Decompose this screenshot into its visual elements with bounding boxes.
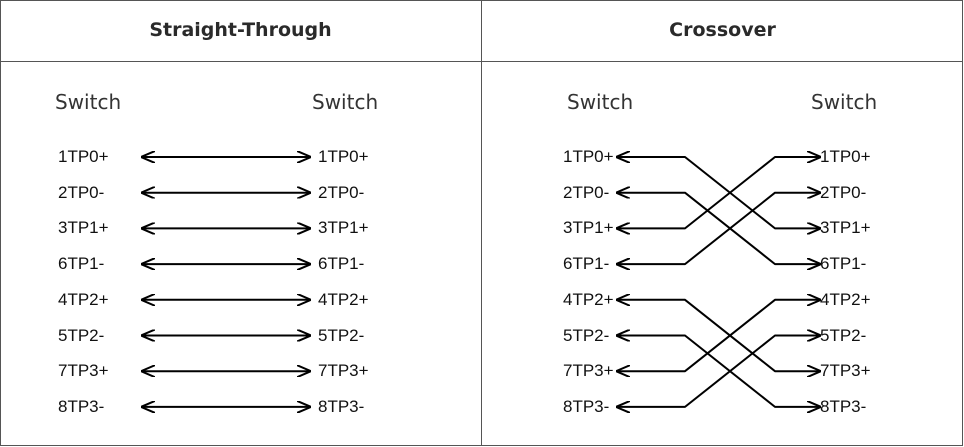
crossover-left-pin: 8TP3- xyxy=(563,396,610,416)
straight-left-pin: 2TP0- xyxy=(58,182,105,202)
crossover-left-pin: 1TP0+ xyxy=(563,147,614,166)
straight-left-pin: 6TP1- xyxy=(58,254,105,274)
crossover-right-pin: 7TP3+ xyxy=(820,361,871,381)
crossover-header: Crossover xyxy=(669,19,776,41)
crossover-wire-to-left xyxy=(617,193,820,264)
crossover-left-pin: 3TP1+ xyxy=(563,218,614,238)
straight-right-pin: 4TP2+ xyxy=(318,289,369,309)
crossover-left-switch-label: Switch xyxy=(567,90,634,114)
straight-left-pin: 8TP3- xyxy=(58,396,105,416)
straight-right-pin: 3TP1+ xyxy=(318,218,369,238)
crossover-right-switch-label: Switch xyxy=(811,90,878,114)
straight-left-pin: 7TP3+ xyxy=(58,361,109,381)
crossover-right-pin: 2TP0- xyxy=(820,182,867,202)
straight-right-pin: 2TP0- xyxy=(318,182,365,202)
straight-right-switch-label: Switch xyxy=(312,90,379,114)
straight-left-pin: 3TP1+ xyxy=(58,218,109,238)
crossover-left-pin: 6TP1- xyxy=(563,254,610,274)
straight-right-pin: 7TP3+ xyxy=(318,361,369,381)
straight-right-pin: 1TP0+ xyxy=(318,147,369,166)
straight-left-pin: 4TP2+ xyxy=(58,289,109,309)
crossover-right-pin: 3TP1+ xyxy=(820,218,871,238)
crossover-right-pin: 1TP0+ xyxy=(820,147,871,166)
crossover-left-pin: 7TP3+ xyxy=(563,361,614,381)
crossover-right-pin: 5TP2- xyxy=(820,325,867,345)
crossover-right-pin: 4TP2+ xyxy=(820,289,871,309)
straight-right-pin: 5TP2- xyxy=(318,325,365,345)
crossover-left-pin: 4TP2+ xyxy=(563,289,614,309)
straight-right-pin: 6TP1- xyxy=(318,254,365,274)
straight-left-pin: 5TP2- xyxy=(58,325,105,345)
straight-right-pin: 8TP3- xyxy=(318,396,365,416)
straight-through-header: Straight-Through xyxy=(149,19,332,41)
straight-left-pin: 1TP0+ xyxy=(58,147,109,166)
straight-left-switch-label: Switch xyxy=(55,90,122,114)
crossover-right-pin: 6TP1- xyxy=(820,254,867,274)
crossover-left-pin: 2TP0- xyxy=(563,182,610,202)
crossover-left-pin: 5TP2- xyxy=(563,325,610,345)
crossover-wire-to-left xyxy=(617,336,820,407)
crossover-right-pin: 8TP3- xyxy=(820,396,867,416)
